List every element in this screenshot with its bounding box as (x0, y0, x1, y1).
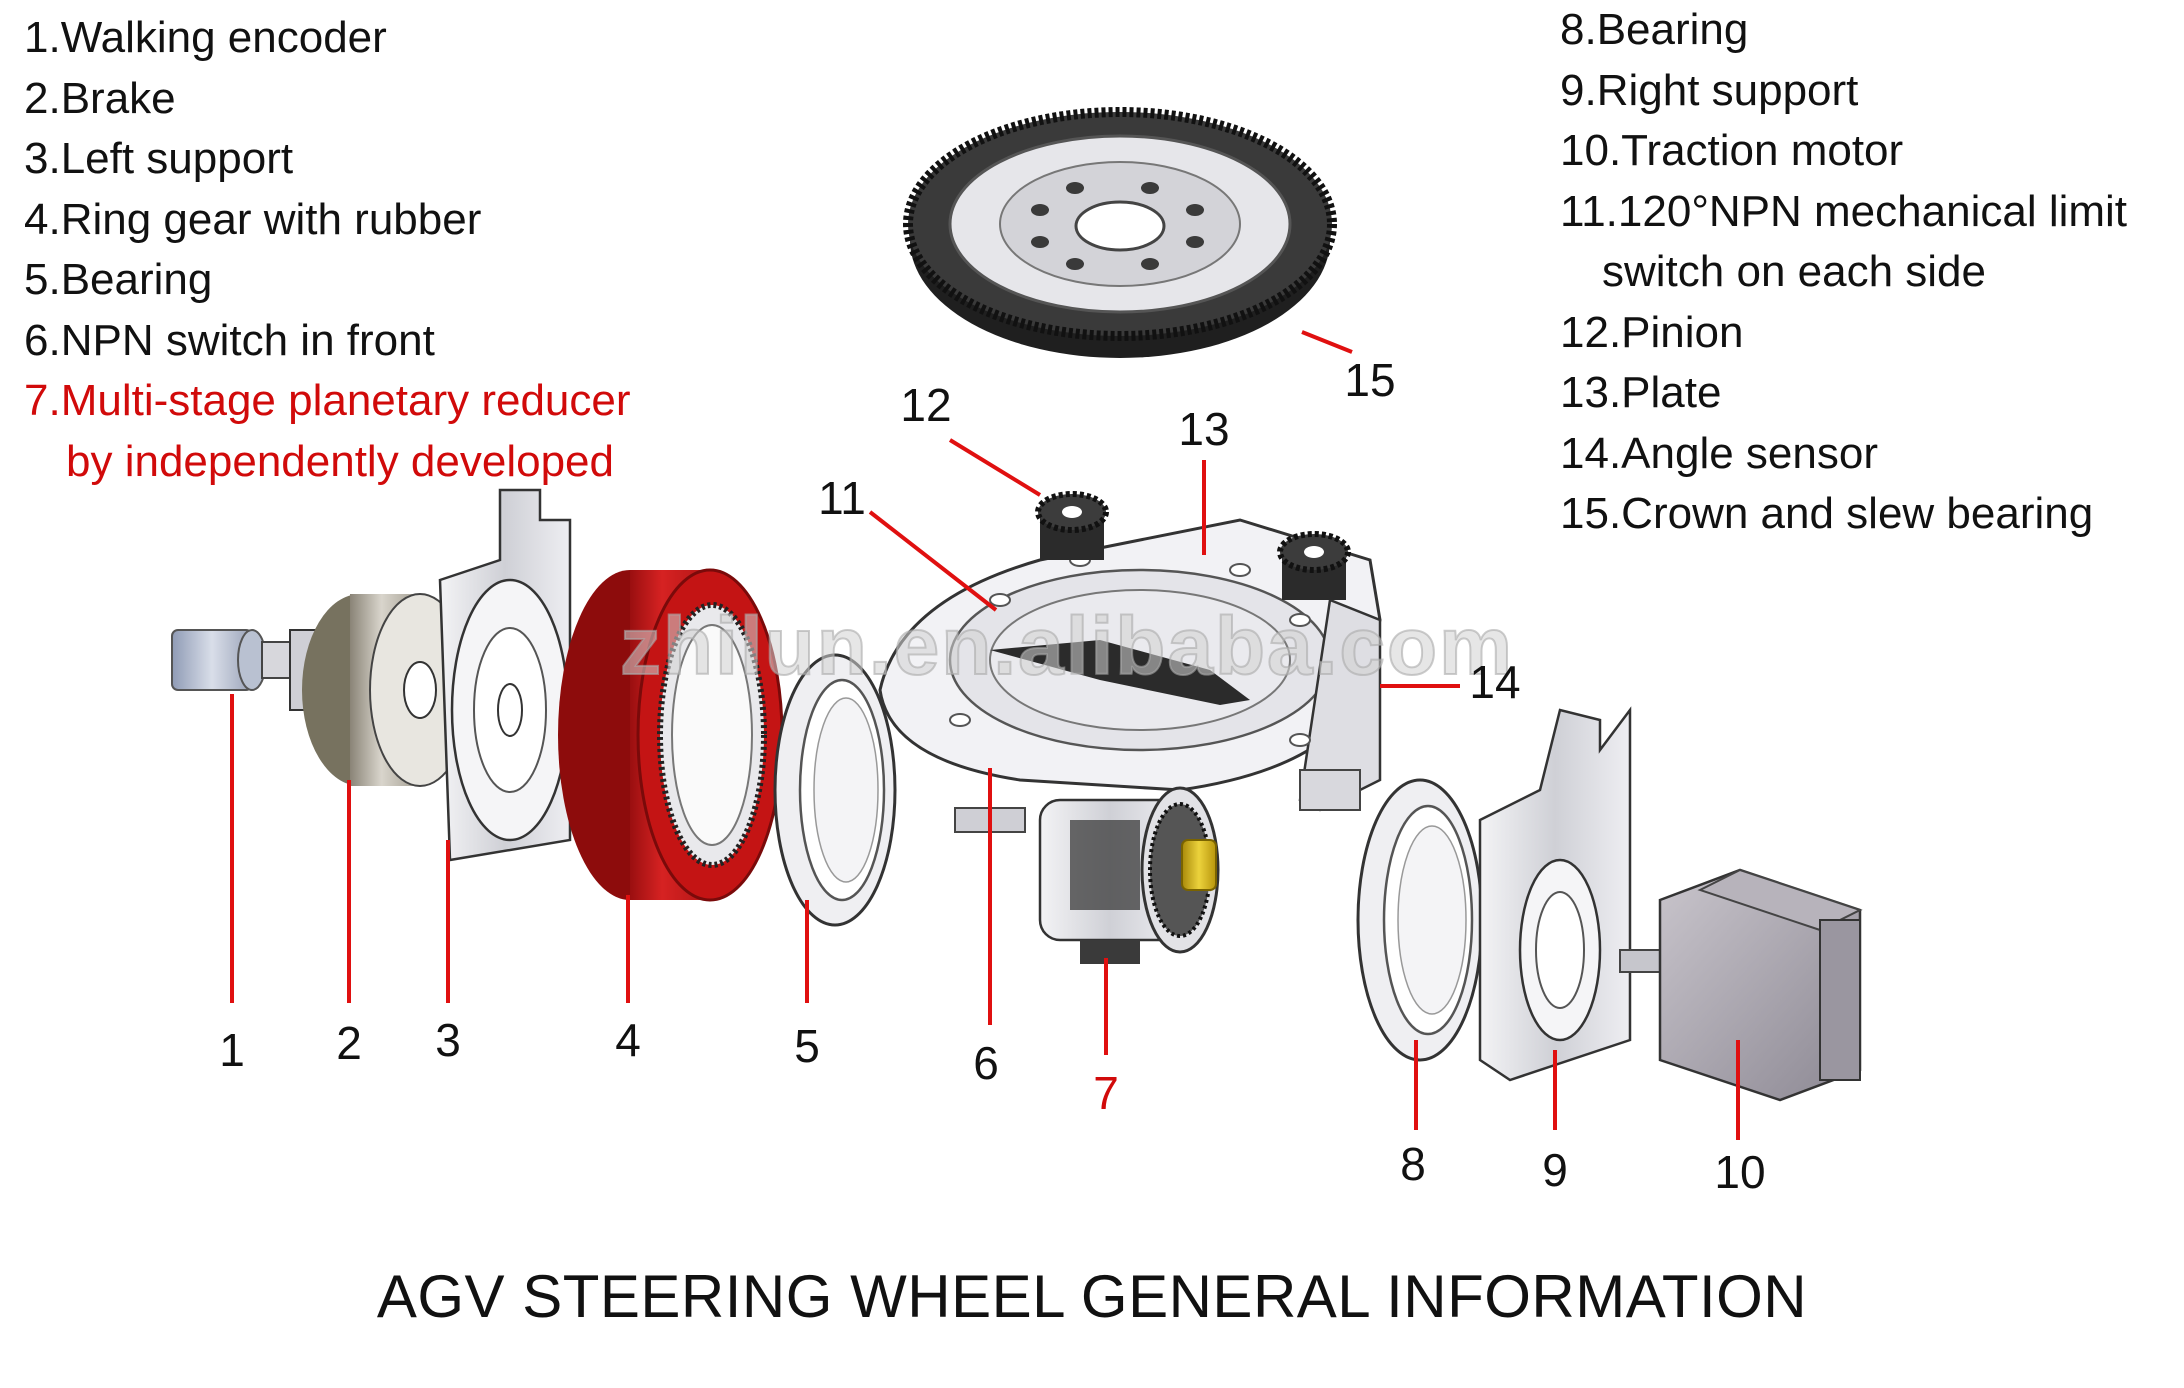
watermark-text: zhilun.en.alibaba.com (619, 600, 1515, 693)
legend-item-7: 7.Multi-stage planetary reducer (24, 376, 631, 425)
legend-item-8: 8.Bearing (1560, 5, 1749, 54)
callout-3: 3 (435, 1014, 461, 1066)
legend-item-11: 11.120°NPN mechanical limit (1560, 186, 2128, 236)
callout-2: 2 (336, 1017, 362, 1069)
legend-item-6: 6.NPN switch in front (24, 315, 435, 365)
planetary-reducer-7 (954, 786, 1220, 964)
callout-4: 4 (615, 1014, 641, 1066)
legend-item-1: 1.Walking encoder (24, 13, 387, 62)
legend-item-11-cont: switch on each side (1602, 247, 1986, 296)
legend-item-3: 3.Left support (24, 134, 294, 183)
legend-item-12: 12.Pinion (1560, 307, 1744, 357)
diagram-title: AGV STEERING WHEEL GENERAL INFORMATION (376, 1263, 1808, 1330)
plate-assembly-13 (878, 518, 1382, 812)
callout-6: 6 (973, 1037, 999, 1089)
callout-10: 10 (1714, 1146, 1766, 1198)
callout-14: 14 (1469, 656, 1521, 708)
pinion-12 (1035, 491, 1351, 600)
legend-item-13: 13.Plate (1560, 368, 1722, 417)
legend-left: 1.Walking encoder 2.Brake 3.Left support… (24, 8, 631, 492)
legend-item-5: 5.Bearing (24, 255, 213, 304)
legend-item-9: 9.Right support (1560, 65, 1859, 115)
right-support-9 (1478, 706, 1632, 1082)
walking-encoder-1 (171, 629, 321, 711)
callout-12: 12 (900, 379, 952, 431)
legend-item-15: 15.Crown and slew bearing (1560, 489, 2094, 538)
leader-lines (230, 330, 1740, 1140)
callout-13: 13 (1178, 403, 1230, 455)
callout-7: 7 (1093, 1067, 1119, 1119)
bearing-8 (1356, 778, 1484, 1062)
legend-right: 8.Bearing 9.Right support 10.Traction mo… (1560, 0, 2127, 545)
crown-slew-bearing-15 (903, 107, 1337, 358)
bearing-5 (773, 653, 897, 927)
legend-item-14: 14.Angle sensor (1560, 428, 1878, 478)
traction-motor-10 (1619, 868, 1863, 1102)
legend-item-10: 10.Traction motor (1560, 126, 1904, 175)
legend-item-2: 2.Brake (24, 73, 176, 123)
ring-gear-rubber-4 (558, 568, 784, 902)
callout-1: 1 (219, 1024, 245, 1076)
callout-11: 11 (818, 472, 866, 524)
callout-15: 15 (1344, 354, 1396, 406)
legend-item-4: 4.Ring gear with rubber (24, 194, 482, 244)
callout-9: 9 (1542, 1144, 1568, 1196)
callout-8: 8 (1400, 1138, 1426, 1190)
left-support-3 (438, 488, 572, 862)
legend-item-7-cont: by independently developed (66, 436, 615, 486)
callout-5: 5 (794, 1020, 820, 1072)
